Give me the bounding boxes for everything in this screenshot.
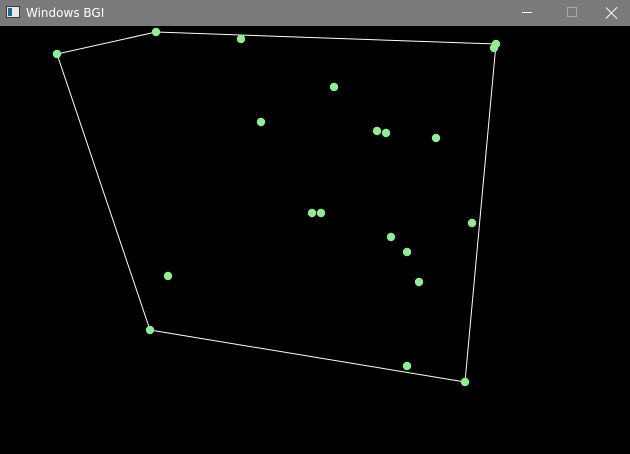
data-point xyxy=(414,277,424,287)
hull-edge xyxy=(149,329,466,383)
minimize-icon xyxy=(522,12,532,13)
data-point xyxy=(145,325,155,335)
data-point xyxy=(381,128,391,138)
data-point xyxy=(52,49,62,59)
hull-layer xyxy=(56,31,497,383)
point-layer xyxy=(52,27,501,387)
data-point xyxy=(402,247,412,257)
data-point xyxy=(372,126,382,136)
window-title: Windows BGI xyxy=(26,6,105,20)
data-point xyxy=(431,133,441,143)
data-point xyxy=(151,27,161,37)
data-point xyxy=(489,43,499,53)
hull-edge xyxy=(464,43,497,383)
data-point xyxy=(236,34,246,44)
hull-edge xyxy=(155,31,497,45)
drawing-canvas xyxy=(0,26,630,454)
data-point xyxy=(460,377,470,387)
data-point xyxy=(316,208,326,218)
maximize-icon xyxy=(567,7,577,17)
title-bar[interactable]: Windows BGI xyxy=(0,0,630,26)
close-button[interactable] xyxy=(592,0,630,26)
data-point xyxy=(467,218,477,228)
data-point xyxy=(163,271,173,281)
maximize-button[interactable] xyxy=(550,0,594,26)
data-point xyxy=(386,232,396,242)
data-point xyxy=(256,117,266,127)
convex-hull-plot xyxy=(52,27,501,387)
hull-edge xyxy=(56,31,157,55)
minimize-button[interactable] xyxy=(504,0,548,26)
app-window-icon[interactable] xyxy=(6,6,20,18)
data-point xyxy=(329,82,339,92)
hull-edge xyxy=(56,53,151,331)
data-point xyxy=(307,208,317,218)
close-icon xyxy=(605,6,619,20)
data-point xyxy=(402,361,412,371)
